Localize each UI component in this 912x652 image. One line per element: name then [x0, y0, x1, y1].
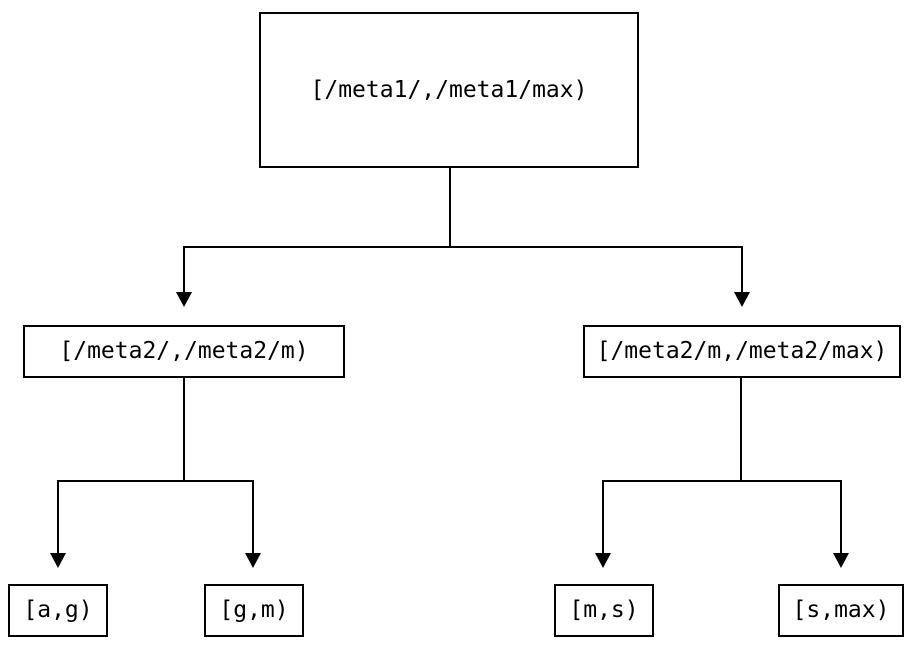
arrowhead-down-leaf-ms-icon	[595, 553, 611, 568]
node-root-interval: [/meta1/,/meta1/max)	[259, 12, 639, 168]
arrowhead-down-right-child-icon	[734, 292, 750, 307]
node-left-subinterval: [/meta2/,/meta2/m)	[23, 325, 345, 378]
node-leaf-ms: [m,s)	[554, 584, 654, 637]
arrowhead-down-left-child-icon	[176, 292, 192, 307]
node-leaf-smax: [s,max)	[778, 584, 904, 637]
node-leaf-gm: [g,m)	[204, 584, 304, 637]
connector-left-branch	[57, 480, 254, 553]
connector-root-branch	[183, 246, 743, 292]
node-leaf-ag: [a,g)	[8, 584, 108, 637]
arrowhead-down-leaf-gm-icon	[245, 553, 261, 568]
arrowhead-down-leaf-smax-icon	[833, 553, 849, 568]
arrowhead-down-leaf-ag-icon	[50, 553, 66, 568]
connector-right-branch	[602, 480, 842, 553]
node-right-subinterval: [/meta2/m,/meta2/max)	[583, 325, 901, 378]
